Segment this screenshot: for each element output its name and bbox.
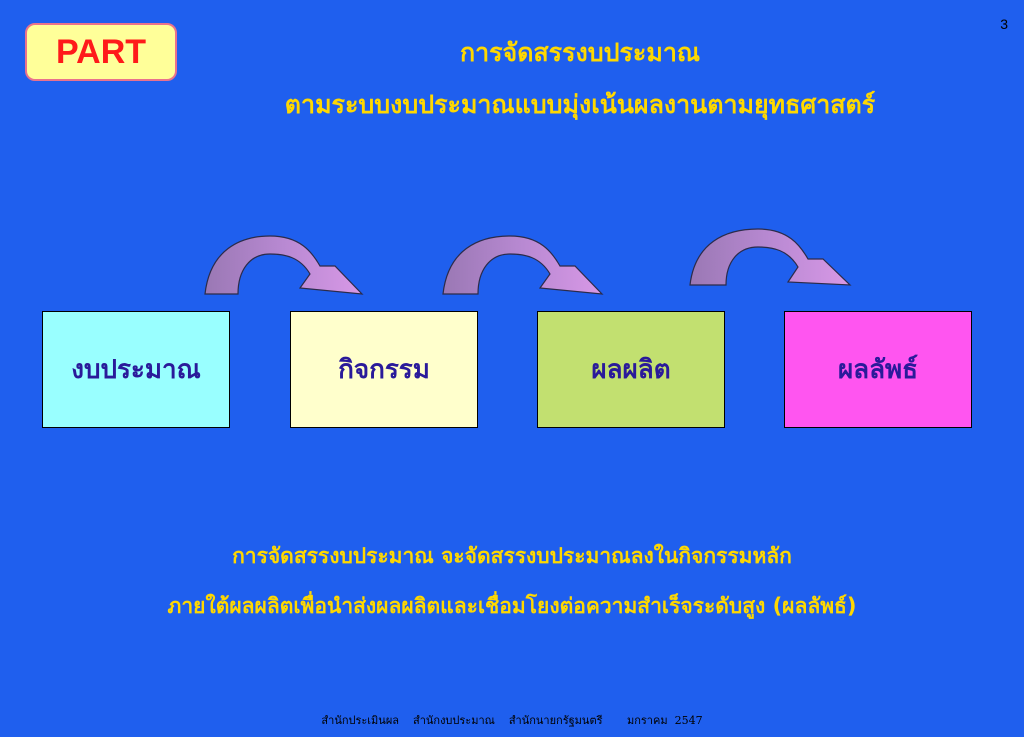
slide-title-line2: ตามระบบงบประมาณแบบมุ่งเน้นผลงานตามยุทธศา… (284, 90, 876, 119)
slide-title-line1: การจัดสรรงบประมาณ (459, 38, 701, 67)
footer-credit: สำนักประเมินผล สำนักงบประมาณ สำนักนายกรั… (321, 714, 703, 727)
flow-step-label: ผลผลิต (591, 355, 671, 385)
curved-arrow-2-icon (442, 235, 604, 295)
page-number: 3 (1000, 16, 1008, 32)
part-badge: PART (25, 23, 177, 81)
flow-step-output: ผลผลิต (537, 311, 725, 428)
flow-step-activity: กิจกรรม (290, 311, 478, 428)
curved-arrow-1-icon (204, 235, 364, 295)
flow-step-label: งบประมาณ (71, 355, 201, 385)
curved-arrow-3-icon (689, 228, 852, 286)
caption-line1: การจัดสรรงบประมาณ จะจัดสรรงบประมาณลงในกิ… (232, 544, 792, 568)
flow-step-outcome: ผลลัพธ์ (784, 311, 972, 428)
flow-step-label: ผลลัพธ์ (837, 355, 919, 385)
flow-step-budget: งบประมาณ (42, 311, 230, 428)
flow-step-label: กิจกรรม (338, 355, 430, 385)
part-badge-label: PART (55, 32, 147, 71)
caption-line2: ภายใต้ผลผลิตเพื่อนำส่งผลผลิตและเชื่อมโยง… (167, 594, 857, 618)
